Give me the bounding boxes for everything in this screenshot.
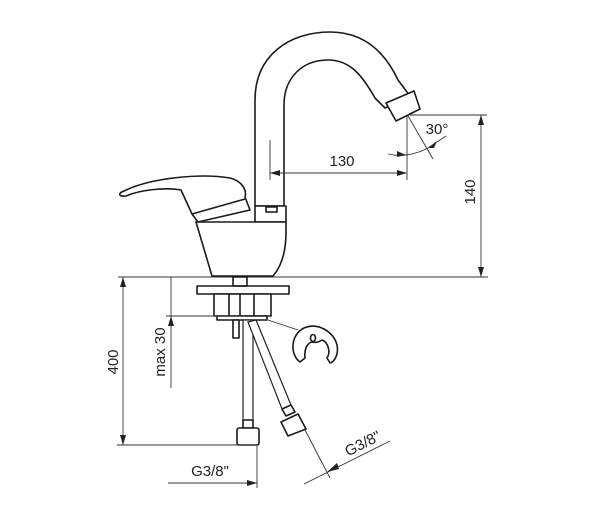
angle-line xyxy=(407,115,434,160)
spout-collar xyxy=(254,205,287,223)
dim-line-connection-right xyxy=(303,440,391,485)
collar-notch xyxy=(265,206,278,213)
mounting-stud xyxy=(232,276,248,287)
hose-nut-angled xyxy=(280,413,307,437)
angle-arc xyxy=(387,135,447,156)
spout-aerator xyxy=(385,90,421,122)
dim-deck-label: max 30 xyxy=(152,327,169,376)
dim-hose-label: 400 xyxy=(105,349,122,374)
spout xyxy=(254,31,411,207)
clip-leader xyxy=(267,319,299,331)
dim-height-label: 140 xyxy=(462,179,479,204)
hose-angled xyxy=(247,319,292,410)
mounting-nut xyxy=(213,293,272,317)
lever-line xyxy=(191,198,246,215)
c-clip xyxy=(292,325,339,364)
hose-straight xyxy=(242,319,254,421)
dim-connection-left-label: G3/8" xyxy=(191,463,229,480)
washer xyxy=(216,315,268,321)
lever-handle xyxy=(118,175,251,223)
threaded-rod xyxy=(232,319,240,339)
dim-reach-label: 130 xyxy=(329,153,354,170)
mounting-flange xyxy=(196,285,290,295)
dim-angle-label: 30° xyxy=(426,121,449,138)
dim-connection-right-label: G3/8" xyxy=(342,428,383,460)
hose-nut-straight xyxy=(236,427,260,446)
mixer-body xyxy=(195,221,287,277)
